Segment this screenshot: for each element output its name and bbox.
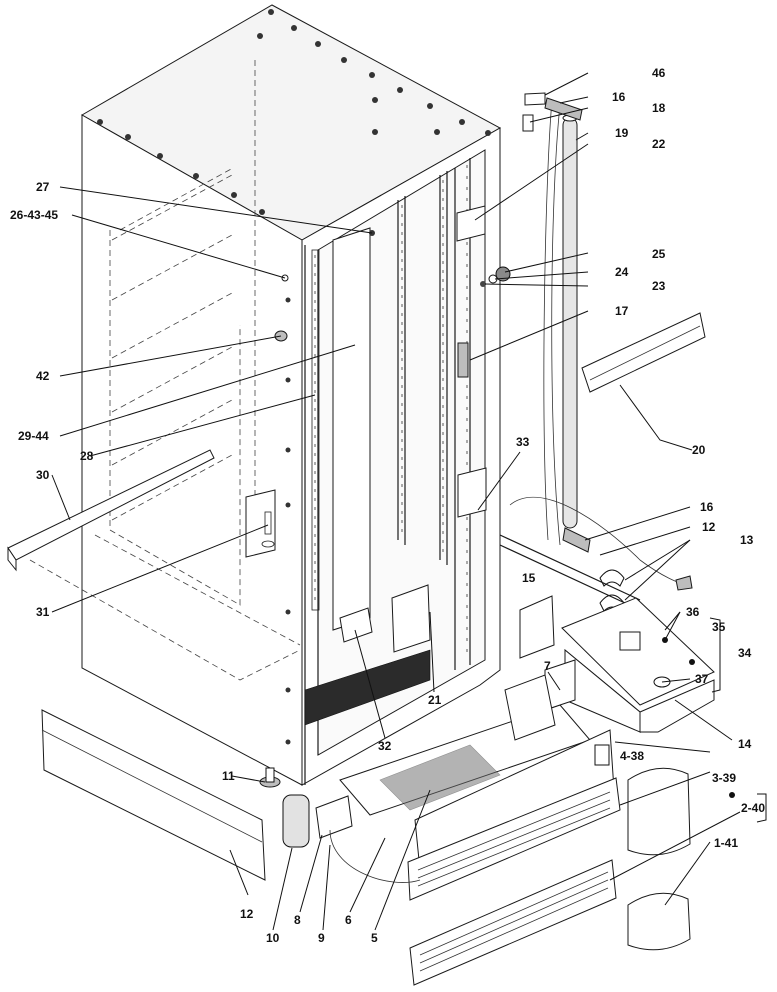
leader-lines: [51, 72, 767, 931]
plate-21: [391, 584, 431, 653]
bracket-22: [456, 205, 486, 242]
callout-25: 25: [652, 247, 666, 261]
callout-17: 17: [615, 304, 629, 318]
callout-28: 28: [80, 449, 94, 463]
hole-strip-left: [311, 249, 320, 611]
callout-8: 8: [294, 913, 301, 927]
capacitor-10: [282, 794, 310, 848]
bracket-33: [457, 467, 487, 518]
clip-16-top: [544, 97, 583, 121]
corner-cover-lower: [627, 892, 691, 951]
clip-16-bottom: [562, 527, 591, 553]
part-2-40-dot: [729, 792, 735, 798]
callout-22: 22: [652, 137, 666, 151]
callout-9: 9: [318, 931, 325, 945]
callout-19: 19: [615, 126, 629, 140]
callout-7: 7: [544, 659, 551, 673]
callout-24: 24: [615, 265, 629, 279]
callout-3-39: 3-39: [712, 771, 736, 785]
bracket-32: [339, 607, 373, 643]
callout-16b: 16: [700, 500, 714, 514]
callout-33: 33: [516, 435, 530, 449]
side-vent-slots: [111, 174, 233, 521]
base-trim-12: [41, 709, 266, 881]
callout-20: 20: [692, 443, 706, 457]
callout-29-44: 29-44: [18, 429, 49, 443]
callout-labels: 46 16 18 19 22 27 26-43-45 25 24 23 17 4…: [10, 66, 765, 945]
cable-9: [329, 829, 421, 883]
part-34-dot: [689, 659, 695, 665]
corner-cover-upper: [627, 767, 691, 856]
callout-14: 14: [738, 737, 752, 751]
callout-30: 30: [36, 468, 50, 482]
callout-2-40: 2-40: [741, 801, 765, 815]
callout-12b: 12: [240, 907, 254, 921]
callout-46: 46: [652, 66, 666, 80]
reflector-20: [581, 312, 706, 393]
callout-21: 21: [428, 693, 442, 707]
inner-divider-panel: [332, 227, 371, 631]
bottom-grille: [304, 649, 431, 726]
latch-17: [457, 342, 469, 378]
callout-36: 36: [686, 605, 700, 619]
callout-34: 34: [738, 646, 752, 660]
callout-1-41: 1-41: [714, 836, 738, 850]
callout-31: 31: [36, 605, 50, 619]
ballast-lid-34: [561, 597, 715, 706]
hole-strip-right: [401, 165, 468, 655]
bracket-8: [315, 795, 353, 839]
callout-6: 6: [345, 913, 352, 927]
callout-32: 32: [378, 739, 392, 753]
clip-46: [524, 92, 546, 106]
callout-37: 37: [695, 672, 709, 686]
grille-2-40: [409, 859, 617, 986]
side-front-holes: [285, 297, 291, 745]
callout-15: 15: [522, 571, 536, 585]
grille-3-39: [407, 777, 621, 901]
callout-35: 35: [712, 620, 726, 634]
bracket-31: [245, 489, 276, 558]
callout-27: 27: [36, 180, 50, 194]
cabinet-body: [29, 4, 502, 786]
callout-26-43-45: 26-43-45: [10, 208, 58, 222]
relay-35: [619, 631, 641, 651]
module-6: [504, 674, 556, 741]
callout-12a: 12: [702, 520, 716, 534]
callout-4-38: 4-38: [620, 749, 644, 763]
callout-13: 13: [740, 533, 754, 547]
callout-10: 10: [266, 931, 280, 945]
callout-42: 42: [36, 369, 50, 383]
fastener-stack: [480, 266, 511, 287]
callout-5: 5: [371, 931, 378, 945]
top-holes: [97, 9, 491, 215]
callout-16a: 16: [612, 90, 626, 104]
light-assembly: [509, 92, 693, 591]
cover-15: [519, 595, 555, 659]
starter-18: [522, 114, 534, 132]
callout-23: 23: [652, 279, 666, 293]
callout-18: 18: [652, 101, 666, 115]
callout-11: 11: [222, 769, 235, 783]
